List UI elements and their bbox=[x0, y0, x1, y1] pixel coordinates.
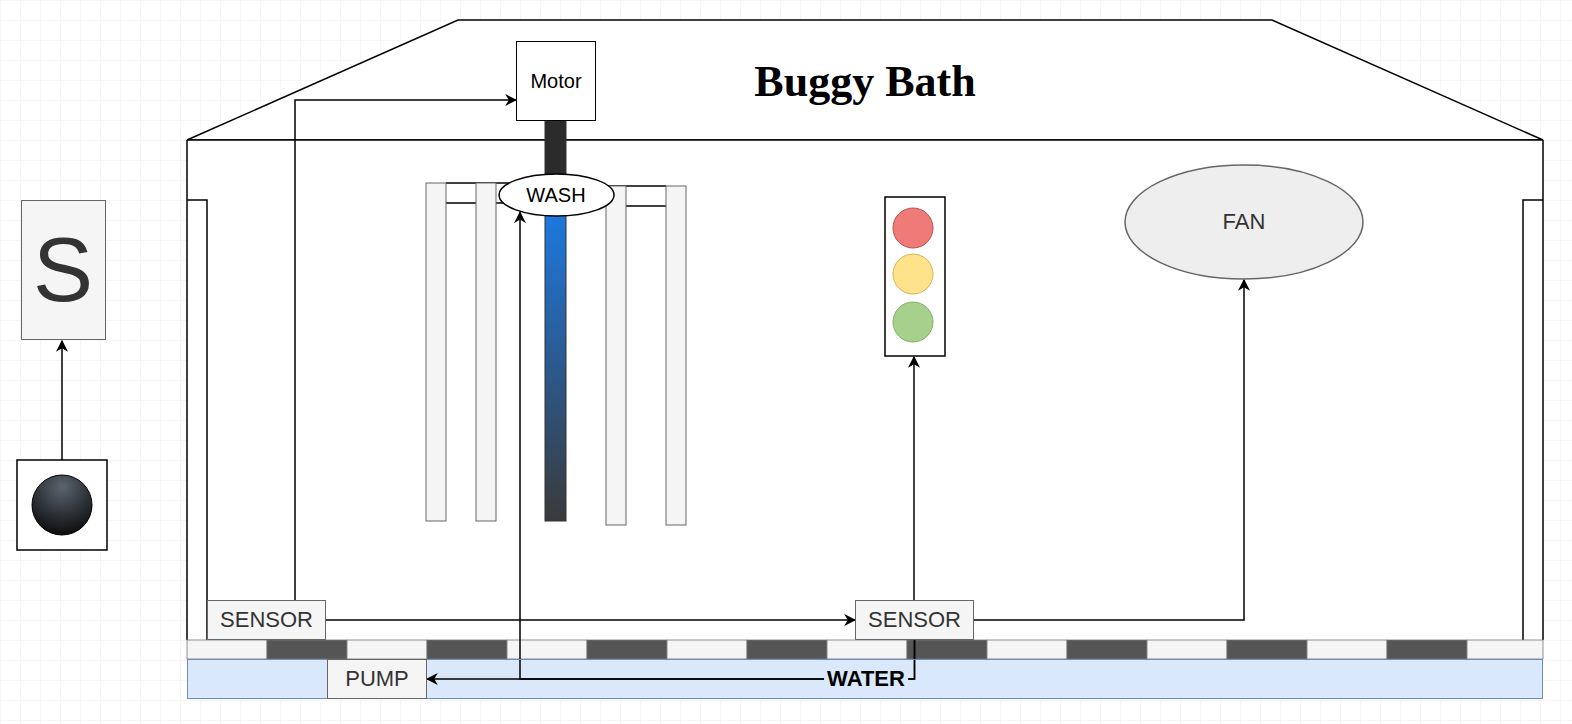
connector-arrow bbox=[295, 100, 516, 600]
node-label: SENSOR bbox=[220, 609, 313, 631]
button-wire bbox=[61, 341, 63, 460]
house-top-wall bbox=[187, 139, 1543, 141]
brush bbox=[476, 183, 496, 521]
pump-box: PUMP bbox=[327, 659, 427, 699]
brush bbox=[426, 183, 446, 521]
node-label: S bbox=[33, 225, 93, 315]
traffic-light bbox=[885, 197, 945, 356]
node-label: Motor bbox=[530, 71, 581, 91]
conveyor-segment bbox=[507, 640, 587, 659]
connector-arrow bbox=[326, 619, 855, 621]
entrance-door bbox=[187, 200, 207, 640]
house-left-wall bbox=[186, 140, 188, 640]
conveyor-segment bbox=[1067, 640, 1147, 659]
sensor-box: SENSOR bbox=[855, 600, 974, 640]
diagram-title: Buggy Bath bbox=[754, 60, 975, 104]
roof bbox=[187, 20, 1543, 140]
conveyor-segment bbox=[667, 640, 747, 659]
conveyor-segment bbox=[427, 640, 507, 659]
conveyor-segment bbox=[827, 640, 907, 659]
conveyor-segment bbox=[187, 640, 267, 659]
conveyor-segment bbox=[587, 640, 667, 659]
sensor-box: SENSOR bbox=[207, 600, 326, 640]
brush bbox=[606, 186, 626, 525]
motor-box: Motor bbox=[516, 41, 596, 121]
conveyor bbox=[187, 640, 1543, 659]
start-indicator-box: S bbox=[21, 200, 106, 340]
node-label: WASH bbox=[526, 185, 585, 205]
brush bbox=[666, 186, 686, 525]
water-fill bbox=[187, 659, 1543, 699]
node-label: FAN bbox=[1223, 211, 1266, 233]
ellipse-shape bbox=[499, 174, 614, 216]
conveyor-segment bbox=[907, 640, 987, 659]
house-interior bbox=[187, 140, 1543, 640]
ellipse-shape bbox=[1125, 165, 1363, 279]
conveyor-segment bbox=[1307, 640, 1387, 659]
node-label: WATER bbox=[824, 667, 908, 691]
node-label: PUMP bbox=[345, 668, 409, 690]
conveyor-segment bbox=[267, 640, 347, 659]
connector-arrow bbox=[974, 280, 1244, 620]
yellow-lamp bbox=[893, 254, 933, 294]
node-label: SENSOR bbox=[868, 609, 961, 631]
start-button-box bbox=[17, 460, 107, 550]
water-band: WATER PUMP bbox=[187, 659, 1543, 699]
house-right-wall bbox=[1542, 140, 1544, 640]
conveyor-segment bbox=[1227, 640, 1307, 659]
conveyor-segment bbox=[1467, 640, 1543, 659]
conveyor-segment bbox=[1387, 640, 1467, 659]
wash-ellipse: WASH bbox=[498, 173, 615, 217]
green-lamp bbox=[893, 302, 933, 342]
fan-ellipse: FAN bbox=[1124, 164, 1364, 280]
start-button bbox=[32, 475, 92, 535]
conveyor-segment bbox=[1147, 640, 1227, 659]
exit-door bbox=[1523, 200, 1543, 640]
red-lamp bbox=[893, 208, 933, 248]
conveyor-segment bbox=[347, 640, 427, 659]
conveyor-segment bbox=[987, 640, 1067, 659]
signal-wire bbox=[913, 357, 915, 600]
conveyor-segment bbox=[747, 640, 827, 659]
